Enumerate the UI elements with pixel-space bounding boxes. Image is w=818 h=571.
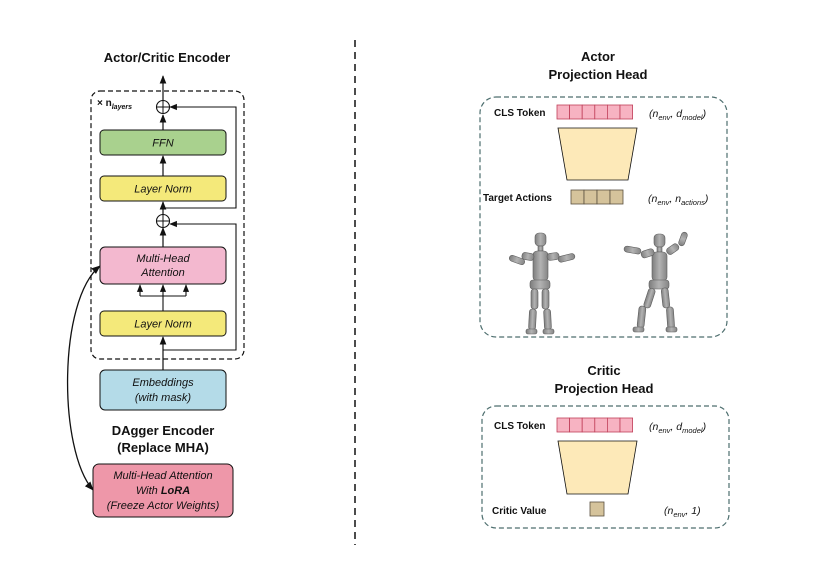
embeddings-label-line1: Embeddings [132,377,194,389]
humanoid-robot-pose-1 [509,232,576,335]
critic-cls-token-label: CLS Token [494,421,545,432]
layer-norm-top-block [99,175,227,202]
actor-cls-token-label: CLS Token [494,108,545,119]
actor-target-actions-label: Target Actions [483,193,552,204]
actor-head-frame [479,96,728,338]
critic-value-dim: (nenv, 1) [664,505,701,519]
critic-value-label: Critic Value [492,506,547,517]
dagger-title-line2: (Replace MHA) [117,440,209,455]
embeddings-label-line2: (with mask) [135,392,192,404]
residual-skip-bottom [163,220,237,351]
mha-label-line2: Attention [140,267,184,279]
actor-cls-dim: (nenv, dmodel) [649,108,706,122]
encoder-title: Actor/Critic Encoder [104,50,230,65]
actor-target-dim: (nenv, nactions) [648,193,708,207]
layer-norm-bottom-label: Layer Norm [134,319,191,331]
residual-skip-top [163,103,237,209]
embeddings-block [99,369,227,411]
actor-target-actions-token [570,189,624,205]
lora-label-line2: With LoRA [136,485,190,497]
actor-title-line2: Projection Head [549,67,648,82]
lora-label-line3: (Freeze Actor Weights) [107,500,220,512]
lora-label-line1: Multi-Head Attention [113,470,212,482]
actor-projection-layer [557,127,638,181]
replace-mha-double-arrow [66,265,101,491]
critic-head-frame [481,405,730,529]
repeat-count-label: × nlayers [97,98,132,111]
actor-cls-token [556,104,634,120]
critic-title-line2: Projection Head [555,381,654,396]
layer-norm-top-label: Layer Norm [134,184,191,196]
ffn-label: FFN [152,138,173,150]
critic-cls-token [556,417,634,433]
critic-value-token [589,501,605,517]
ffn-block [99,129,227,156]
layer-repeat-frame [90,90,245,360]
critic-cls-dim: (nenv, dmodel) [649,421,706,435]
mha-label-line1: Multi-Head [136,253,190,265]
critic-projection-layer [557,440,638,495]
humanoid-robot-pose-2 [623,231,688,333]
dagger-title-line1: DAgger Encoder [112,423,215,438]
critic-title-line1: Critic [587,363,620,378]
actor-title-line1: Actor [581,49,615,64]
